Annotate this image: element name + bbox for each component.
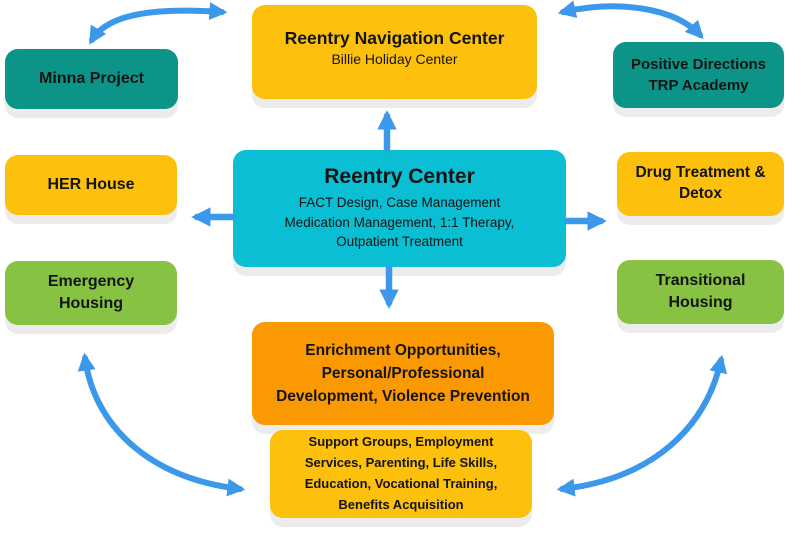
- node-label: Minna Project: [39, 70, 144, 87]
- node-label: Transitional Housing: [655, 272, 746, 311]
- node-reentry-navigation-center: Reentry Navigation Center Billie Holiday…: [252, 5, 537, 99]
- node-reentry-center: Reentry Center FACT Design, Case Managem…: [233, 150, 566, 267]
- node-enrichment-opportunities: Enrichment Opportunities, Personal/Profe…: [252, 322, 554, 425]
- arrow-navigation-positive-directions: [557, 0, 704, 39]
- node-label: HER House: [47, 176, 135, 193]
- arrow-emergency-support: [77, 352, 246, 497]
- node-positive-directions: Positive Directions TRP Academy: [613, 42, 784, 108]
- node-label-line: Enrichment Opportunities,: [305, 341, 501, 359]
- node-label-line: Benefits Acquisition: [338, 496, 464, 512]
- node-detail-line: Outpatient Treatment: [336, 234, 463, 250]
- node-label-line: Services, Parenting, Life Skills,: [304, 455, 498, 471]
- node-support-services: Support Groups, Employment Services, Par…: [270, 430, 532, 518]
- node-label-line: Personal/Professional: [321, 364, 485, 382]
- node-transitional-housing: Transitional Housing: [617, 260, 784, 324]
- node-label: Positive Directions TRP Academy: [630, 56, 767, 94]
- node-her-house: HER House: [5, 155, 177, 215]
- node-label-line: Development, Violence Prevention: [276, 388, 530, 406]
- node-label-line: Support Groups, Employment: [308, 434, 494, 450]
- node-label: Emergency Housing: [47, 273, 135, 312]
- node-minna-project: Minna Project: [5, 49, 178, 109]
- node-emergency-housing: Emergency Housing: [5, 261, 177, 325]
- node-subtitle: Billie Holiday Center: [331, 50, 458, 67]
- node-title: Reentry Center: [324, 165, 475, 189]
- arrow-support-transitional: [556, 354, 728, 497]
- arrow-minna-navigation: [89, 2, 228, 45]
- node-label: Drug Treatment & Detox: [635, 164, 766, 202]
- node-label-line: Education, Vocational Training,: [304, 476, 498, 491]
- node-title: Reentry Navigation Center: [284, 27, 505, 48]
- node-detail-line: FACT Design, Case Management: [298, 195, 501, 211]
- node-drug-treatment-detox: Drug Treatment & Detox: [617, 152, 784, 216]
- node-detail-line: Medication Management, 1:1 Therapy,: [284, 214, 515, 230]
